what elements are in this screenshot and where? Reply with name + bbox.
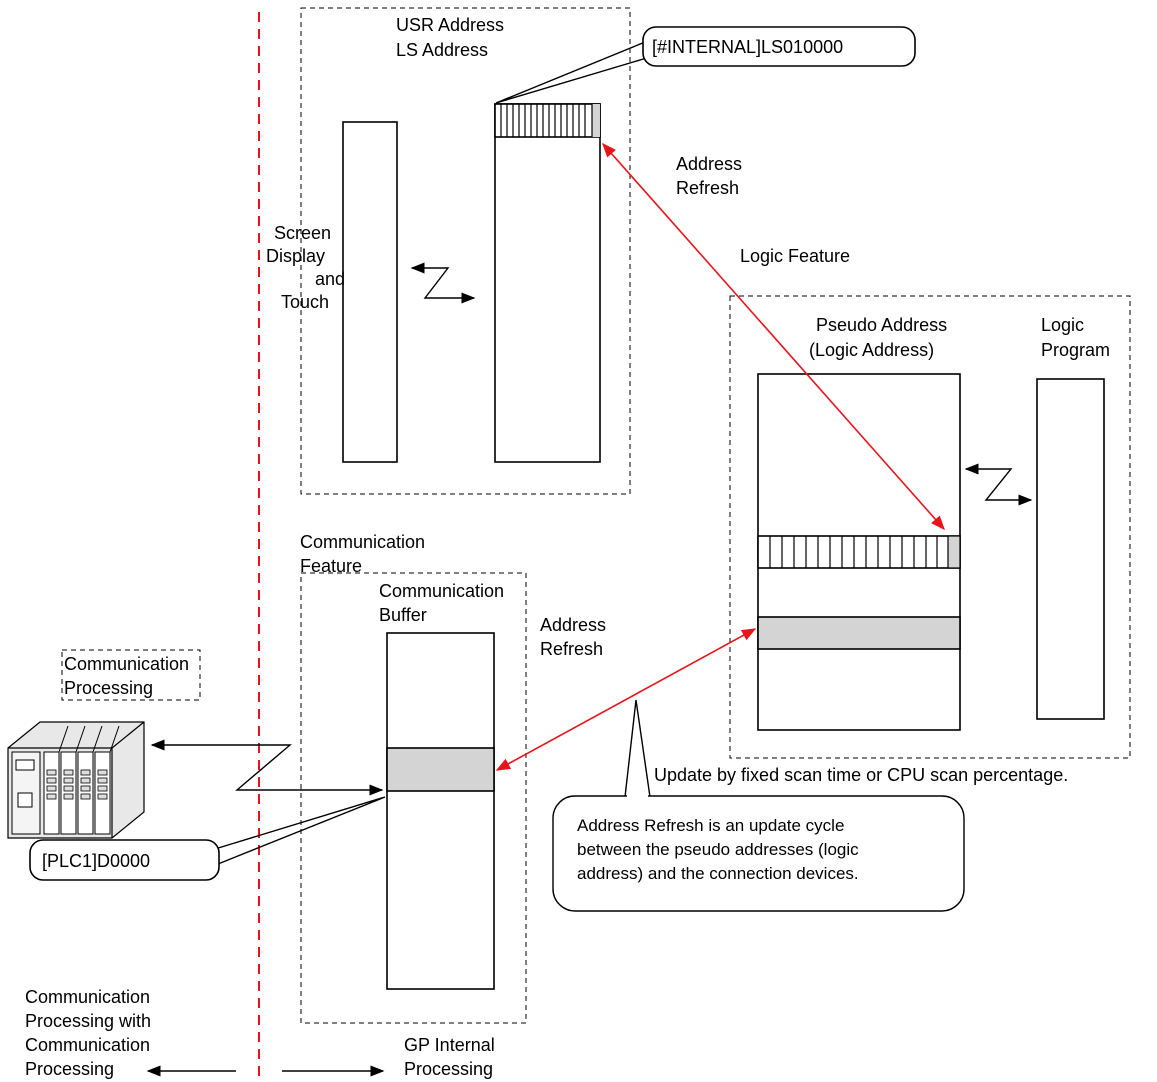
logic-program-label-1: Logic [1041, 315, 1084, 335]
address-refresh-top-2: Refresh [676, 178, 739, 198]
plc-comm-exchange-arrow [150, 739, 384, 796]
bottom-left-label-1: Communication [25, 987, 150, 1007]
gp-internal-label-2: Processing [404, 1059, 493, 1079]
refresh-note-box [552, 795, 965, 912]
refresh-note-line-3: address) and the connection devices. [577, 864, 859, 883]
comm-feature-region [300, 572, 527, 1024]
bottom-left-label-2: Processing with [25, 1011, 151, 1031]
update-note: Update by fixed scan time or CPU scan pe… [654, 765, 1068, 785]
screen-label-3: and [315, 269, 345, 289]
gp-internal-label-1: GP Internal [404, 1035, 495, 1055]
internal-ls-callout-pointer [495, 39, 651, 104]
address-refresh-mid-1: Address [540, 615, 606, 635]
ls-address-label: LS Address [396, 40, 488, 60]
screen-label-2: Display [266, 246, 325, 266]
logic-feature-label: Logic Feature [740, 246, 850, 266]
comm-buffer-label-2: Buffer [379, 605, 427, 625]
pseudo-bit-strip [757, 535, 961, 569]
logic-program-label-2: Program [1041, 340, 1110, 360]
screen-ls-exchange-arrow [410, 262, 476, 304]
comm-processing-region [61, 649, 201, 701]
comm-processing-label-2: Processing [64, 678, 153, 698]
plc-device-icon [7, 721, 145, 839]
refresh-note-line-1: Address Refresh is an update cycle [577, 816, 844, 835]
comm-processing-label-1: Communication [64, 654, 189, 674]
internal-ls-callout [642, 26, 916, 67]
bottom-left-label-4: Processing [25, 1059, 114, 1079]
logic-program-box [1036, 378, 1105, 720]
screen-label-1: Screen [274, 223, 331, 243]
pseudo-logic-exchange-arrow [964, 463, 1033, 506]
refresh-note-pointer [624, 699, 651, 798]
pseudo-address-label-2: (Logic Address) [809, 340, 934, 360]
ls-area-box [494, 103, 601, 463]
comm-feature-label-2: Feature [300, 556, 362, 576]
address-refresh-arrow-mid [495, 628, 757, 771]
bottom-left-label-3: Communication [25, 1035, 150, 1055]
address-refresh-mid-2: Refresh [540, 639, 603, 659]
address-refresh-arrow-top [602, 142, 945, 531]
plc-callout-pointer [212, 796, 386, 867]
screen-label-4: Touch [281, 292, 329, 312]
plc-callout-text: [PLC1]D0000 [42, 851, 150, 871]
ls-bit-strip [494, 103, 601, 138]
comm-buffer-box [386, 632, 495, 990]
comm-buffer-label-1: Communication [379, 581, 504, 601]
comm-buffer-block [386, 747, 495, 792]
pseudo-word-block [757, 616, 961, 650]
plc-callout [29, 839, 220, 881]
refresh-note-line-2: between the pseudo addresses (logic [577, 840, 859, 859]
internal-ls-callout-text: [#INTERNAL]LS010000 [652, 37, 843, 57]
address-refresh-top-1: Address [676, 154, 742, 174]
usr-address-label: USR Address [396, 15, 504, 35]
pseudo-address-label-1: Pseudo Address [816, 315, 947, 335]
comm-feature-label-1: Communication [300, 532, 425, 552]
screen-display-box [342, 121, 398, 463]
